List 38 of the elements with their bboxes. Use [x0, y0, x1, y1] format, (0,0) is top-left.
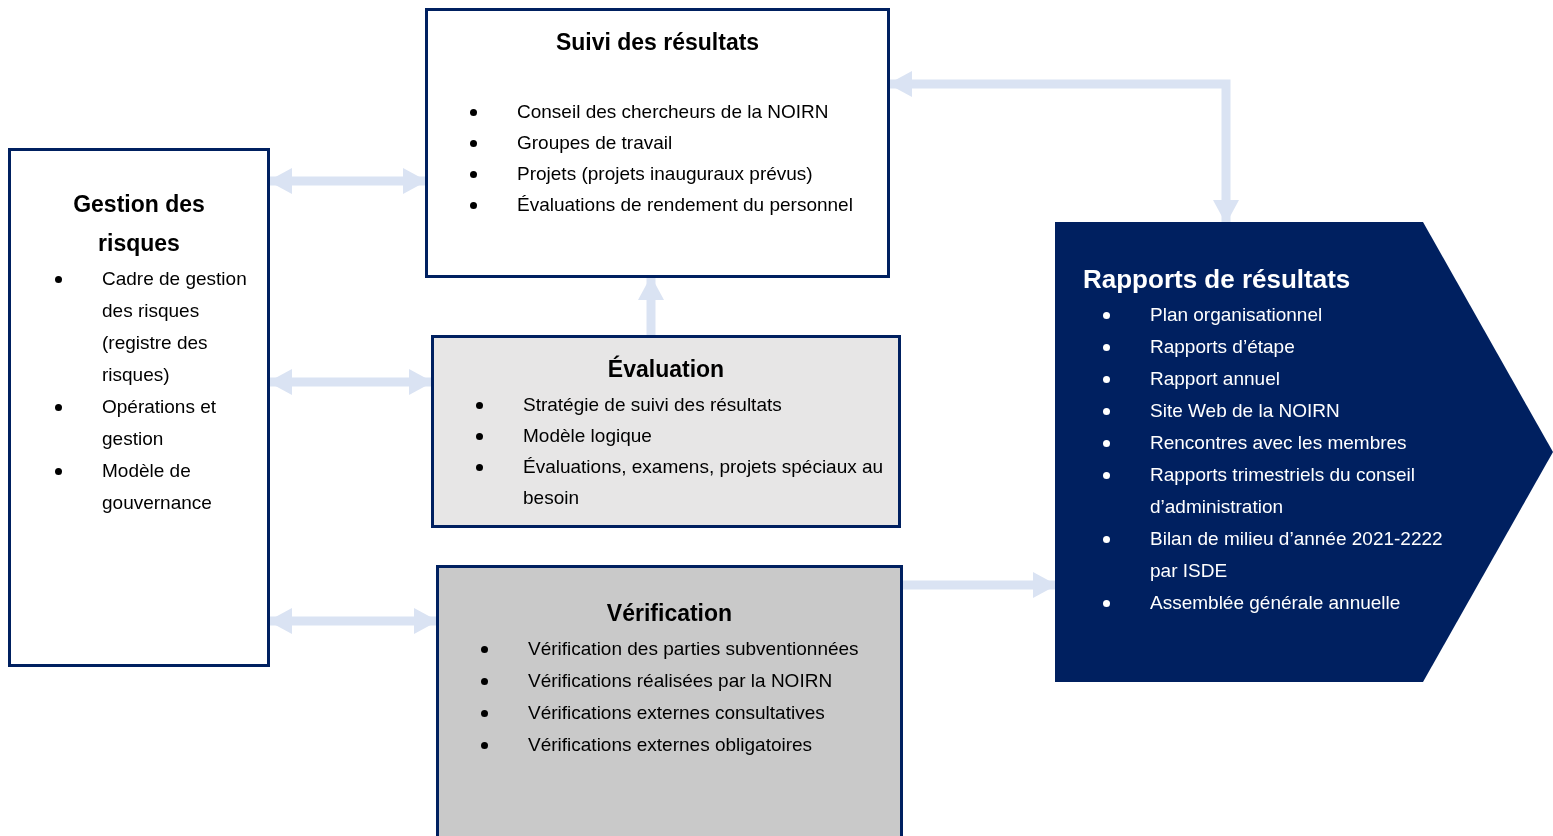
bullet-text: Vérification des parties subventionnées: [528, 636, 859, 661]
bullet-text: Rapports d’étape: [1150, 335, 1295, 359]
process-box: [431, 335, 901, 528]
chevron-box: [1055, 222, 1553, 682]
process-box: [425, 8, 890, 278]
double-arrow: [638, 276, 664, 335]
bullet-text: Cadre de gestion des risques (registre des risques): [102, 267, 248, 387]
box-heading: Gestion des risques: [72, 190, 206, 258]
bullet-text: Évaluations de rendement du personnel: [517, 192, 853, 217]
bullet-text: Assemblée générale annuelle: [1150, 591, 1401, 615]
bullet-text: Rapports trimestriels du conseil d’administration: [1150, 463, 1417, 519]
bullet-text: Opérations et gestion: [102, 395, 218, 451]
double-arrow: [268, 369, 433, 395]
bullet-text: Rencontres avec les membres: [1150, 431, 1407, 455]
double-arrow: [268, 168, 427, 194]
process-box: [8, 148, 270, 667]
bullet-text: Vérifications externes consultatives: [528, 700, 825, 725]
bullet-text: Plan organisationnel: [1150, 303, 1323, 327]
bullet-text: Vérifications réalisées par la NOIRN: [528, 668, 833, 693]
bullet-text: Stratégie de suivi des résultats: [523, 392, 782, 417]
bullet-text: Conseil des chercheurs de la NOIRN: [517, 99, 829, 124]
process-box: [436, 565, 903, 836]
bullet-text: Évaluations, examens, projets spéciaux au besoin: [523, 454, 885, 510]
double-arrow: [268, 608, 438, 634]
double-arrow: [888, 71, 1239, 224]
bullet-text: Modèle logique: [523, 423, 652, 448]
box-heading: Suivi des résultats: [554, 28, 761, 57]
bullet-text: Projets (projets inauguraux prévus): [517, 161, 813, 186]
bullet-text: Rapport annuel: [1150, 367, 1280, 391]
bullet-text: Modèle de gouvernance: [102, 459, 213, 515]
double-arrow: [903, 572, 1057, 598]
bullet-text: Groupes de travail: [517, 130, 673, 155]
bullet-text: Vérifications externes obligatoires: [528, 732, 813, 757]
box-heading: Vérification: [605, 599, 734, 628]
box-heading: Évaluation: [606, 354, 726, 384]
bullet-text: Site Web de la NOIRN: [1150, 399, 1340, 423]
bullet-text: Bilan de milieu d’année 2021-2222 par ISDE: [1150, 527, 1444, 583]
box-heading: Rapports de résultats: [1083, 263, 1352, 296]
